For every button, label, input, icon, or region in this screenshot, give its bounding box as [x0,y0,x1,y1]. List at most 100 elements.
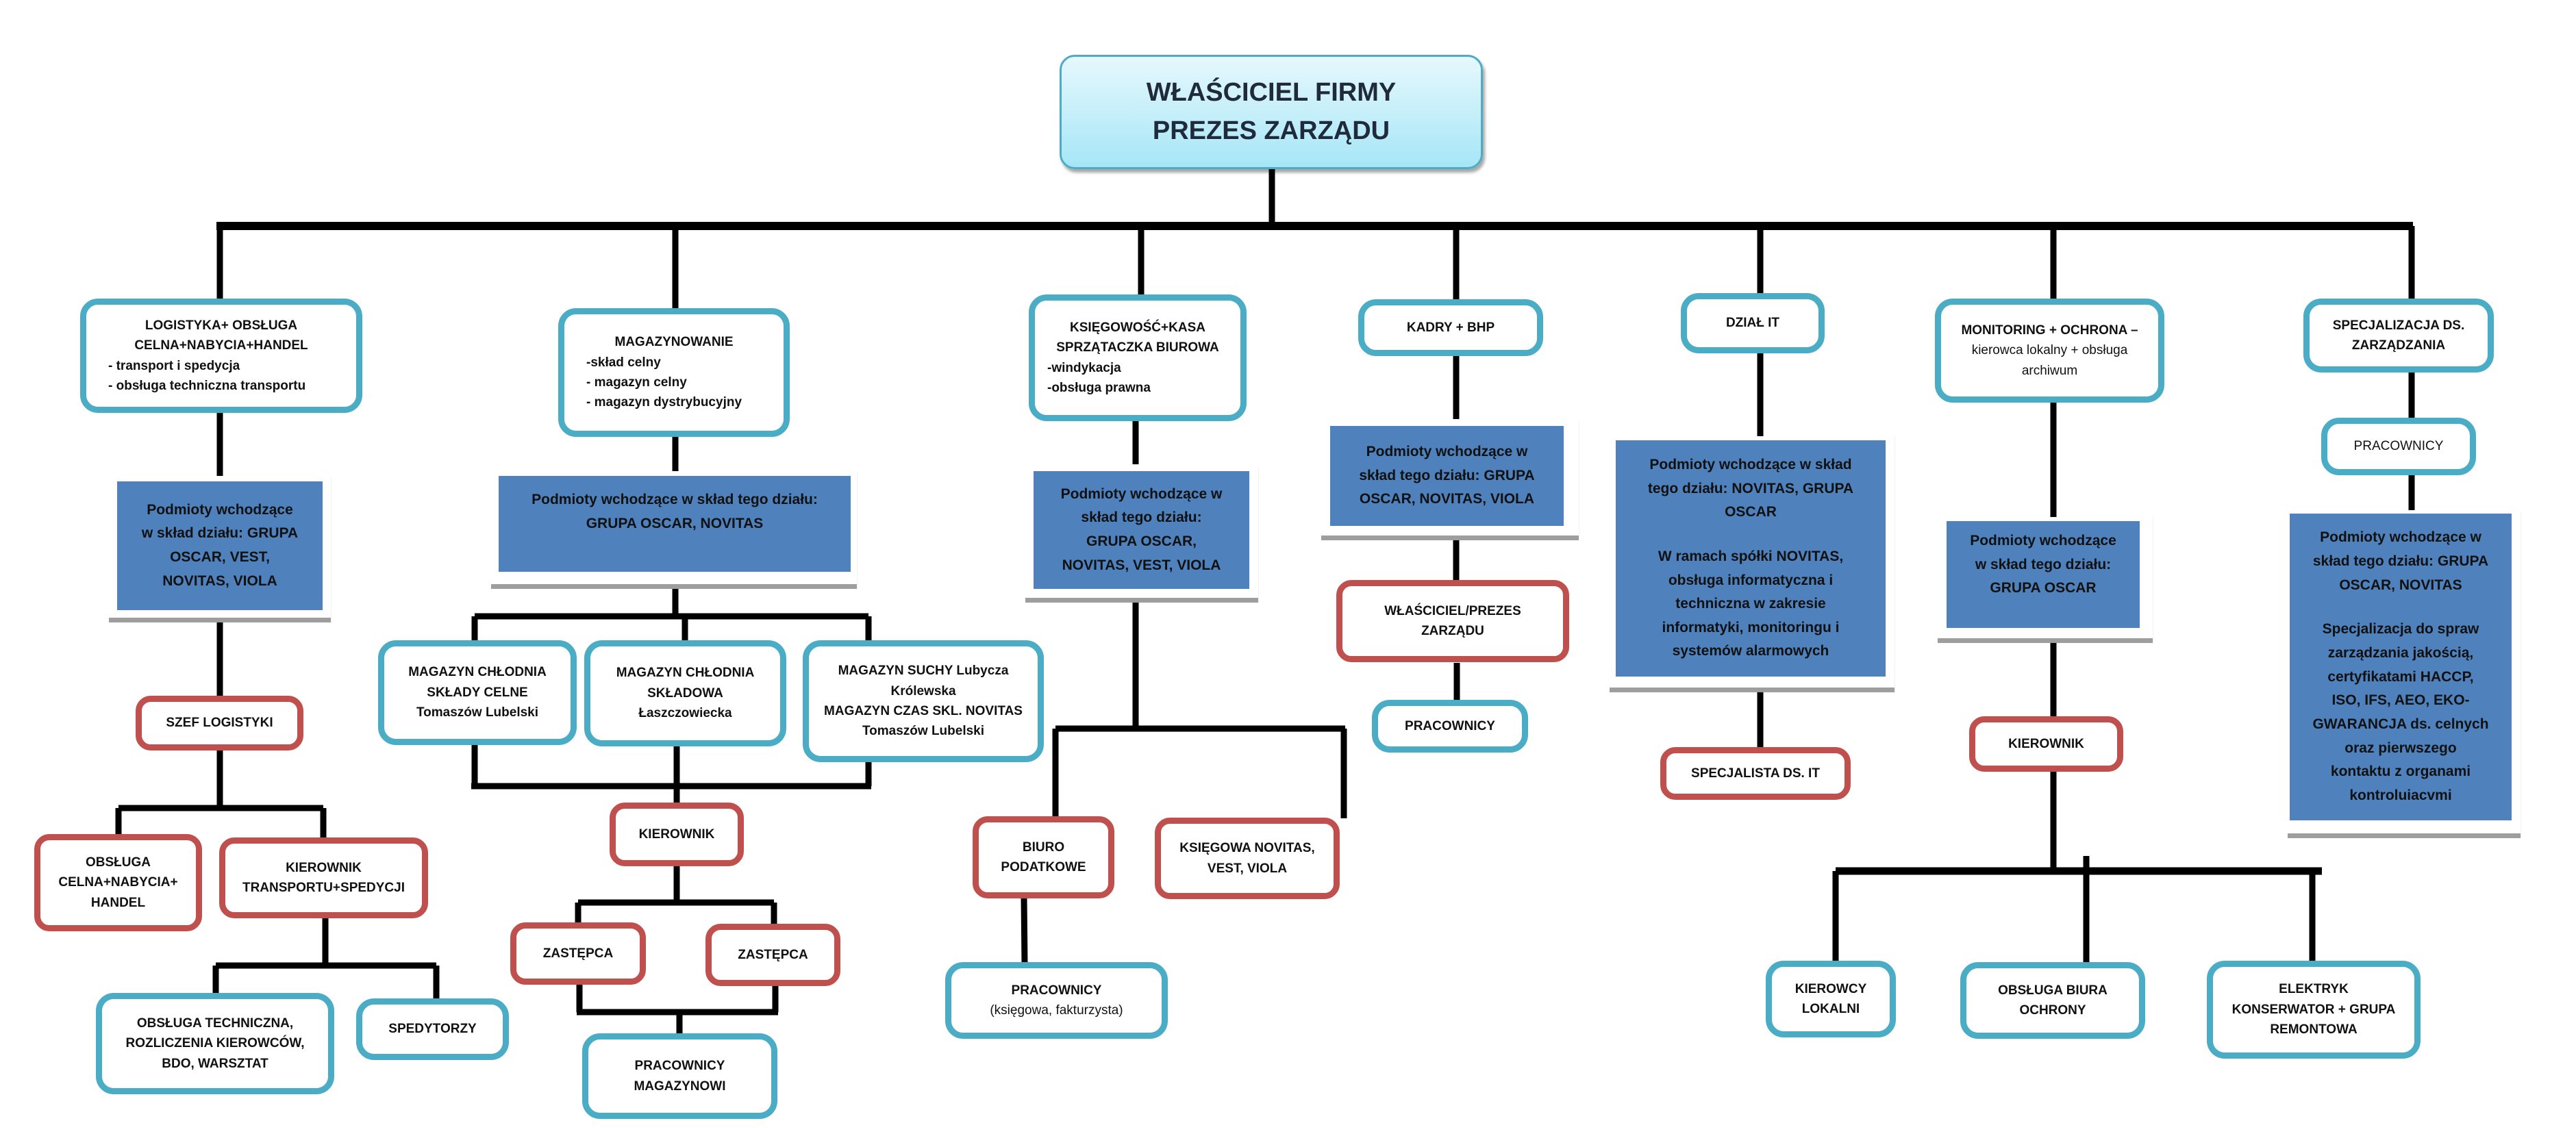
node-label: BIURO [1022,840,1065,855]
dept-title: MONITORING + OCHRONA – [1961,323,2138,338]
root-node-owner-ceo: WŁAŚCICIEL FIRMY PREZES ZARZĄDU [1060,55,1483,169]
entities-kadry: Podmioty wchodzące w skład tego działu: … [1330,426,1564,526]
node-label: (księgowa, fakturzysta) [990,1003,1123,1018]
description-line: informatyki, monitoringu i [1662,619,1840,635]
node-label: OBSŁUGA [86,855,151,870]
node-label: ZARZĄDU [1421,624,1484,638]
entity-line: OSCAR, NOVITAS [2339,577,2462,593]
dept-kadry-bhp: KADRY + BHP [1358,299,1543,356]
node-kierownik-magazynu: KIEROWNIK [610,803,744,866]
entity-line: GRUPA OSCAR, [1086,533,1197,549]
node-label: KONSERWATOR + GRUPA [2231,1002,2396,1017]
root-title-line-1: WŁAŚCICIEL FIRMY [1146,78,1397,108]
description-line: certyfikatami HACCP, [2327,668,2474,685]
entity-line: GRUPA OSCAR, NOVITAS [586,515,764,531]
node-label: SZEF LOGISTYKI [166,716,273,731]
entities-logistyka: Podmioty wchodzące w skład działu: GRUPA… [117,481,323,610]
description-line: systemów alarmowych [1672,643,1829,659]
entity-line: tego działu: NOVITAS, GRUPA [1647,480,1854,496]
node-zastepca-1: ZASTĘPCA [510,922,646,985]
node-kierowcy-lokalni: KIEROWCY LOKALNI [1766,961,1896,1037]
entity-line: skład tego działu: GRUPA [2312,553,2489,570]
dept-items: -skład celny - magazyn celny - magazyn d… [573,353,742,413]
dept-item: - transport i spedycja [108,358,240,373]
dept-magazynowanie: MAGAZYNOWANIE -skład celny - magazyn cel… [558,308,790,437]
dept-item: -skład celny [586,355,661,370]
node-label: KIEROWNIK [638,827,715,842]
entity-line: w skład działu: GRUPA [141,525,299,542]
dept-item: - obsługa techniczna transportu [108,378,306,393]
node-label: Tomaszów Lubelski [862,724,985,739]
node-label: MAGAZYN CHŁODNIA [616,666,755,681]
dept-items: -windykacja -obsługa prawna [1043,358,1151,399]
entity-line: NOVITAS, VIOLA [162,572,277,589]
node-label: ZASTĘPCA [542,946,614,961]
description-line: obsługa informatyczna i [1668,572,1834,588]
node-obsluga-celna: OBSŁUGA CELNA+NABYCIA+ HANDEL [34,834,202,931]
node-label: MAGAZYN CZAS SKL. NOVITAS [824,704,1023,718]
node-label: LOKALNI [1801,1002,1860,1016]
dept-title: CELNA+NABYCIA+HANDEL [134,338,308,353]
entity-line: Podmioty wchodzące w [2320,529,2481,546]
entity-line: Podmioty wchodzące [147,501,293,518]
entity-line: w skład tego działu: [1975,556,2112,572]
node-label: REMONTOWA [2270,1022,2358,1037]
entity-line: OSCAR, NOVITAS, VIOLA [1359,491,1535,507]
entity-line: GRUPA OSCAR [1990,580,2097,596]
dept-title: ZARZĄDZANIA [2351,338,2446,353]
dept-items: - transport i spedycja - obsługa technic… [95,356,305,396]
description-line: techniczna w zakresie [1675,596,1826,612]
dept-item: -obsługa prawna [1047,380,1151,395]
node-label: CELNA+NABYCIA+ [58,875,178,890]
node-label: PRACOWNICY [1405,718,1495,733]
node-label: Łaszczowiecka [638,706,732,721]
entities-zarzadzanie: Podmioty wchodzące w skład tego działu: … [2290,514,2512,820]
node-pracownicy-zarzadzanie: PRACOWNICY [2321,418,2476,475]
dept-ksiegowosc: KSIĘGOWOŚĆ+KASA SPRZĄTACZKA BIUROWA -win… [1029,294,1247,421]
entity-line: Podmioty wchodzące w skład tego działu: [532,492,818,507]
node-szef-logistyki: SZEF LOGISTYKI [136,696,303,751]
dept-logistyka: LOGISTYKA+ OBSŁUGA CELNA+NABYCIA+HANDEL … [80,299,362,413]
dept-title: KADRY + BHP [1406,320,1495,335]
node-label: Królewska [890,683,956,698]
node-label: OBSŁUGA BIURA [1998,983,2108,998]
dept-monitoring-ochrona: MONITORING + OCHRONA – kierowca lokalny … [1935,299,2164,403]
dept-title: SPECJALIZACJA DS. [2332,318,2465,333]
node-label: WŁAŚCICIEL/PREZES [1384,603,1521,618]
node-elektryk-konserwator: ELEKTRYK KONSERWATOR + GRUPA REMONTOWA [2207,961,2421,1059]
node-label: MAGAZYN CHŁODNIA [408,665,547,680]
node-label: KSIĘGOWA NOVITAS, [1179,841,1315,856]
entities-it: Podmioty wchodzące w skład tego działu: … [1616,440,1886,677]
root-title-line-2: PREZES ZARZĄDU [1152,116,1390,145]
entity-line: OSCAR [1725,504,1777,520]
node-pracownicy-magazynowi: PRACOWNICY MAGAZYNOWI [582,1033,777,1119]
node-label: TRANSPORTU+SPEDYCJI [242,881,405,895]
description-line: zarządzania jakością, [2327,645,2474,661]
description-line: GWARANCJA ds. celnych [2312,716,2489,732]
description-line: kontroluiacvmi [2349,787,2452,803]
node-label: PRACOWNICY [1011,983,1102,998]
dept-title: SPRZĄTACZKA BIUROWA [1056,340,1219,355]
node-label: ZASTĘPCA [738,947,808,962]
node-wlasciciel-prezes: WŁAŚCICIEL/PREZES ZARZĄDU [1336,580,1569,662]
entity-line: OSCAR, VEST, [170,549,270,565]
dept-title: LOGISTYKA+ OBSŁUGA [145,318,298,333]
node-label: HANDEL [90,895,146,910]
node-label: BDO, WARSZTAT [162,1056,268,1071]
node-label: Tomaszów Lubelski [416,705,539,720]
entities-magazyn: Podmioty wchodzące w skład tego działu: … [499,476,851,572]
node-label: KIEROWNIK [286,860,362,875]
dept-title: DZIAŁ IT [1725,316,1780,331]
dept-title: KSIĘGOWOŚĆ+KASA [1070,320,1205,335]
node-label: SPEDYTORZY [388,1022,477,1037]
dept-title: MAGAZYNOWANIE [614,335,734,350]
node-label: SKŁADY CELNE [427,685,528,700]
node-label: KIEROWCY [1795,981,1867,996]
description-line: kontaktu z organami [2330,764,2471,780]
entity-line: Podmioty wchodzące [1970,533,2116,549]
node-label: OBSŁUGA TECHNICZNA, [136,1016,294,1031]
node-pracownicy-ksiegowosc: PRACOWNICY (księgowa, fakturzysta) [945,962,1168,1039]
node-label: MAGAZYN SUCHY Lubycza [838,664,1009,679]
node-label: MAGAZYNOWI [634,1079,726,1094]
